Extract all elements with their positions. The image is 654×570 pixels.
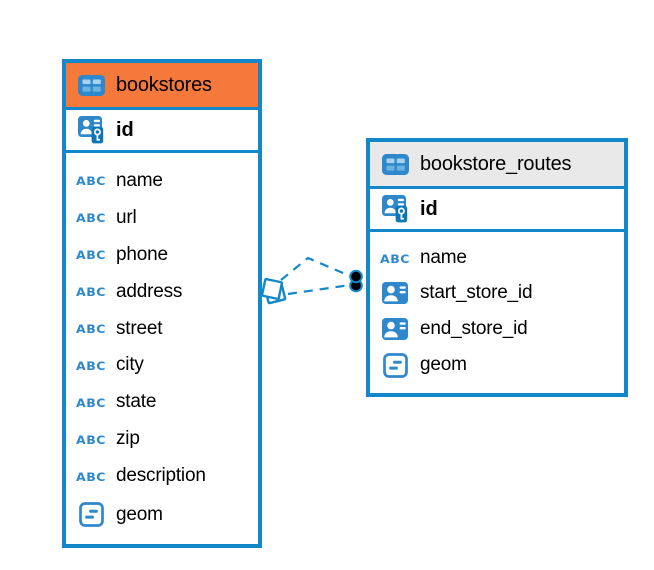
primary-key-section: id xyxy=(370,189,624,232)
primary-key-row-id[interactable]: id xyxy=(66,110,258,150)
table-header-bookstore_routes[interactable]: bookstore_routes xyxy=(370,142,624,189)
column-name: start_store_id xyxy=(420,282,533,304)
column-row-geom[interactable]: geom xyxy=(370,352,624,378)
column-name: geom xyxy=(420,354,467,376)
table-icon xyxy=(76,74,106,96)
column-row-phone[interactable]: ABC phone xyxy=(66,244,258,266)
column-row-name[interactable]: ABC name xyxy=(370,247,624,269)
text-type-icon: ABC xyxy=(380,251,410,266)
text-type-icon: ABC xyxy=(76,395,106,410)
text-column-icon: ABC xyxy=(76,432,106,447)
column-row-url[interactable]: ABC url xyxy=(66,207,258,229)
column-name: street xyxy=(116,317,163,339)
column-row-state[interactable]: ABC state xyxy=(66,391,258,413)
text-column-icon: ABC xyxy=(76,321,106,336)
column-name: zip xyxy=(116,428,140,450)
column-row-description[interactable]: ABC description xyxy=(66,465,258,487)
table-name: bookstores xyxy=(116,73,212,96)
target-marker-stacked-dots xyxy=(349,269,363,293)
pk-column-icon xyxy=(380,195,410,223)
column-name: description xyxy=(116,465,206,487)
text-type-icon: ABC xyxy=(76,210,106,225)
column-name: state xyxy=(116,391,157,413)
pk-column-icon xyxy=(76,116,106,144)
column-name: id xyxy=(420,197,438,220)
source-marker-stacked-diamonds xyxy=(260,277,287,305)
column-row-street[interactable]: ABC street xyxy=(66,318,258,340)
text-type-icon: ABC xyxy=(76,321,106,336)
primary-key-section: id xyxy=(66,110,258,153)
text-column-icon: ABC xyxy=(76,395,106,410)
column-name: phone xyxy=(116,243,168,265)
text-column-icon: ABC xyxy=(76,284,106,299)
reference-id-icon xyxy=(382,282,408,305)
column-name: url xyxy=(116,206,137,228)
text-column-icon: ABC xyxy=(76,469,106,484)
table-icon xyxy=(380,153,410,175)
column-name: city xyxy=(116,354,144,376)
primary-key-icon xyxy=(77,116,103,144)
ref-column-icon xyxy=(380,282,410,305)
text-column-icon: ABC xyxy=(76,358,106,373)
column-name: name xyxy=(420,247,467,269)
column-name: name xyxy=(116,169,163,191)
text-column-icon: ABC xyxy=(380,251,410,266)
geometry-column-icon xyxy=(76,502,106,527)
reference-id-icon xyxy=(382,317,408,340)
primary-key-icon xyxy=(381,195,407,223)
columns-section: ABC name ABC url ABC phone ABC address A… xyxy=(66,153,258,544)
columns-section: ABC name start_store_id end_store_id geo… xyxy=(370,232,624,393)
relationship-line-2[interactable] xyxy=(287,283,351,296)
geometry-column-icon xyxy=(380,352,410,378)
column-row-geom[interactable]: geom xyxy=(66,502,258,527)
text-type-icon: ABC xyxy=(76,358,106,373)
table-card-bookstore_routes[interactable]: bookstore_routes id ABC name start_store… xyxy=(366,138,628,397)
table-name: bookstore_routes xyxy=(420,152,572,175)
column-name: end_store_id xyxy=(420,317,528,339)
table-card-bookstores[interactable]: bookstores id ABC name ABC url ABC phone… xyxy=(62,59,262,548)
table-header-bookstores[interactable]: bookstores xyxy=(66,63,258,110)
ref-column-icon xyxy=(380,317,410,340)
text-type-icon: ABC xyxy=(76,432,106,447)
column-name: id xyxy=(116,118,134,141)
text-column-icon: ABC xyxy=(76,173,106,188)
geometry-type-icon xyxy=(78,502,104,527)
column-name: address xyxy=(116,280,183,302)
column-row-end_store_id[interactable]: end_store_id xyxy=(370,317,624,340)
relationship-line-1[interactable] xyxy=(280,256,351,281)
text-type-icon: ABC xyxy=(76,284,106,299)
geometry-type-icon xyxy=(382,352,408,378)
text-type-icon: ABC xyxy=(76,173,106,189)
column-name: geom xyxy=(116,503,163,525)
text-column-icon: ABC xyxy=(76,210,106,225)
primary-key-row-id[interactable]: id xyxy=(370,189,624,229)
column-row-city[interactable]: ABC city xyxy=(66,354,258,376)
column-row-start_store_id[interactable]: start_store_id xyxy=(370,282,624,305)
column-row-name[interactable]: ABC name xyxy=(66,170,258,192)
column-row-address[interactable]: ABC address xyxy=(66,281,258,303)
text-type-icon: ABC xyxy=(76,247,106,262)
relationship-connector-bookstores-bookstore_routes[interactable] xyxy=(260,256,363,305)
text-column-icon: ABC xyxy=(76,247,106,262)
column-row-zip[interactable]: ABC zip xyxy=(66,428,258,450)
text-type-icon: ABC xyxy=(76,469,106,484)
